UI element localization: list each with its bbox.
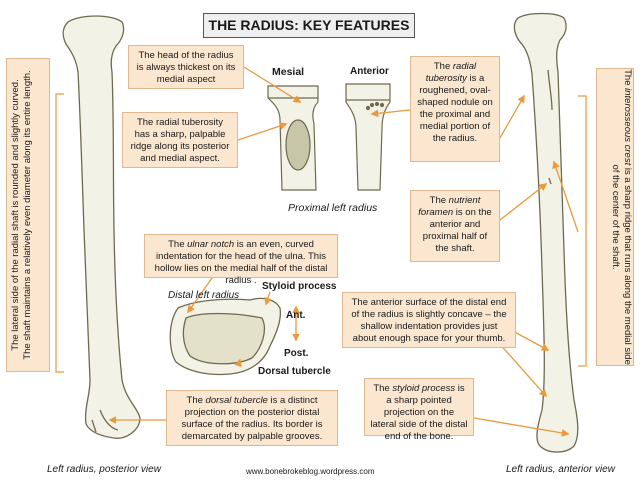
arrow-styloid bbox=[264, 291, 272, 306]
arrow-radial-tuberosity-proximal bbox=[370, 109, 411, 118]
lateral-side-line1: The lateral side of the radial shaft is … bbox=[10, 79, 21, 351]
ant-label: Ant. bbox=[286, 310, 306, 321]
radial-tuberosity-box: The radial tuberosity is a roughened, ov… bbox=[410, 56, 500, 162]
arrow-tuberosity-ridge bbox=[237, 122, 288, 141]
arrow-dorsal-tubercle bbox=[234, 358, 242, 368]
interosseous-crest-text: The interosseous crest is a sharp ridge … bbox=[610, 69, 633, 365]
head-thickest-box: The head of the radius is always thickes… bbox=[128, 45, 244, 89]
lateral-side-box bbox=[6, 58, 50, 372]
lateral-side-line2: The shaft maintains a relatively even di… bbox=[22, 70, 33, 360]
ulnar-notch-box: The ulnar notch is an even, curved inden… bbox=[144, 234, 338, 286]
styloid-process-label: Styloid process bbox=[262, 281, 337, 292]
arrow-head-thickest bbox=[243, 66, 302, 103]
left-bracket bbox=[55, 93, 64, 373]
arrow-nutrient-foramen bbox=[499, 183, 548, 221]
anterior-label: Anterior bbox=[350, 66, 389, 77]
lateral-side-text: The lateral side of the radial shaft is … bbox=[10, 58, 44, 372]
website-credit: www.bonebrokeblog.wordpress.com bbox=[246, 467, 375, 476]
interosseous-crest-box bbox=[596, 68, 634, 366]
anterior-surface-box: The anterior surface of the distal end o… bbox=[342, 292, 516, 348]
arrow-radial-tuberosity-shaft bbox=[499, 94, 525, 139]
arrow-styloid-distal bbox=[473, 417, 570, 437]
nutrient-foramen-box: The nutrient foramen is on the anterior … bbox=[410, 190, 500, 262]
proximal-caption: Proximal left radius bbox=[288, 202, 378, 214]
right-bracket bbox=[578, 95, 587, 367]
page-title: THE RADIUS: KEY FEATURES bbox=[203, 13, 415, 38]
distal-caption: Distal left radius bbox=[168, 290, 240, 301]
proximal-anterior-bone bbox=[345, 83, 391, 191]
arrow-interosseous-crest bbox=[552, 160, 579, 233]
left-anterior-caption: Left radius, anterior view bbox=[506, 464, 615, 475]
post-label: Post. bbox=[284, 348, 309, 359]
dorsal-tubercle-box: The dorsal tubercle is a distinct projec… bbox=[166, 390, 338, 446]
left-posterior-caption: Left radius, posterior view bbox=[47, 464, 161, 475]
distal-end-bone bbox=[169, 297, 282, 376]
mesial-label: Mesial bbox=[272, 66, 305, 78]
left-radius-posterior-bone bbox=[62, 15, 141, 439]
dorsal-tubercle-label: Dorsal tubercle bbox=[258, 366, 331, 377]
tuberosity-ridge-box: The radial tuberosity has a sharp, palpa… bbox=[122, 112, 238, 168]
right-radius-anterior-bone bbox=[513, 12, 579, 453]
styloid-process-box: The styloid process is a sharp pointed p… bbox=[364, 378, 474, 442]
proximal-mesial-bone bbox=[267, 85, 319, 191]
